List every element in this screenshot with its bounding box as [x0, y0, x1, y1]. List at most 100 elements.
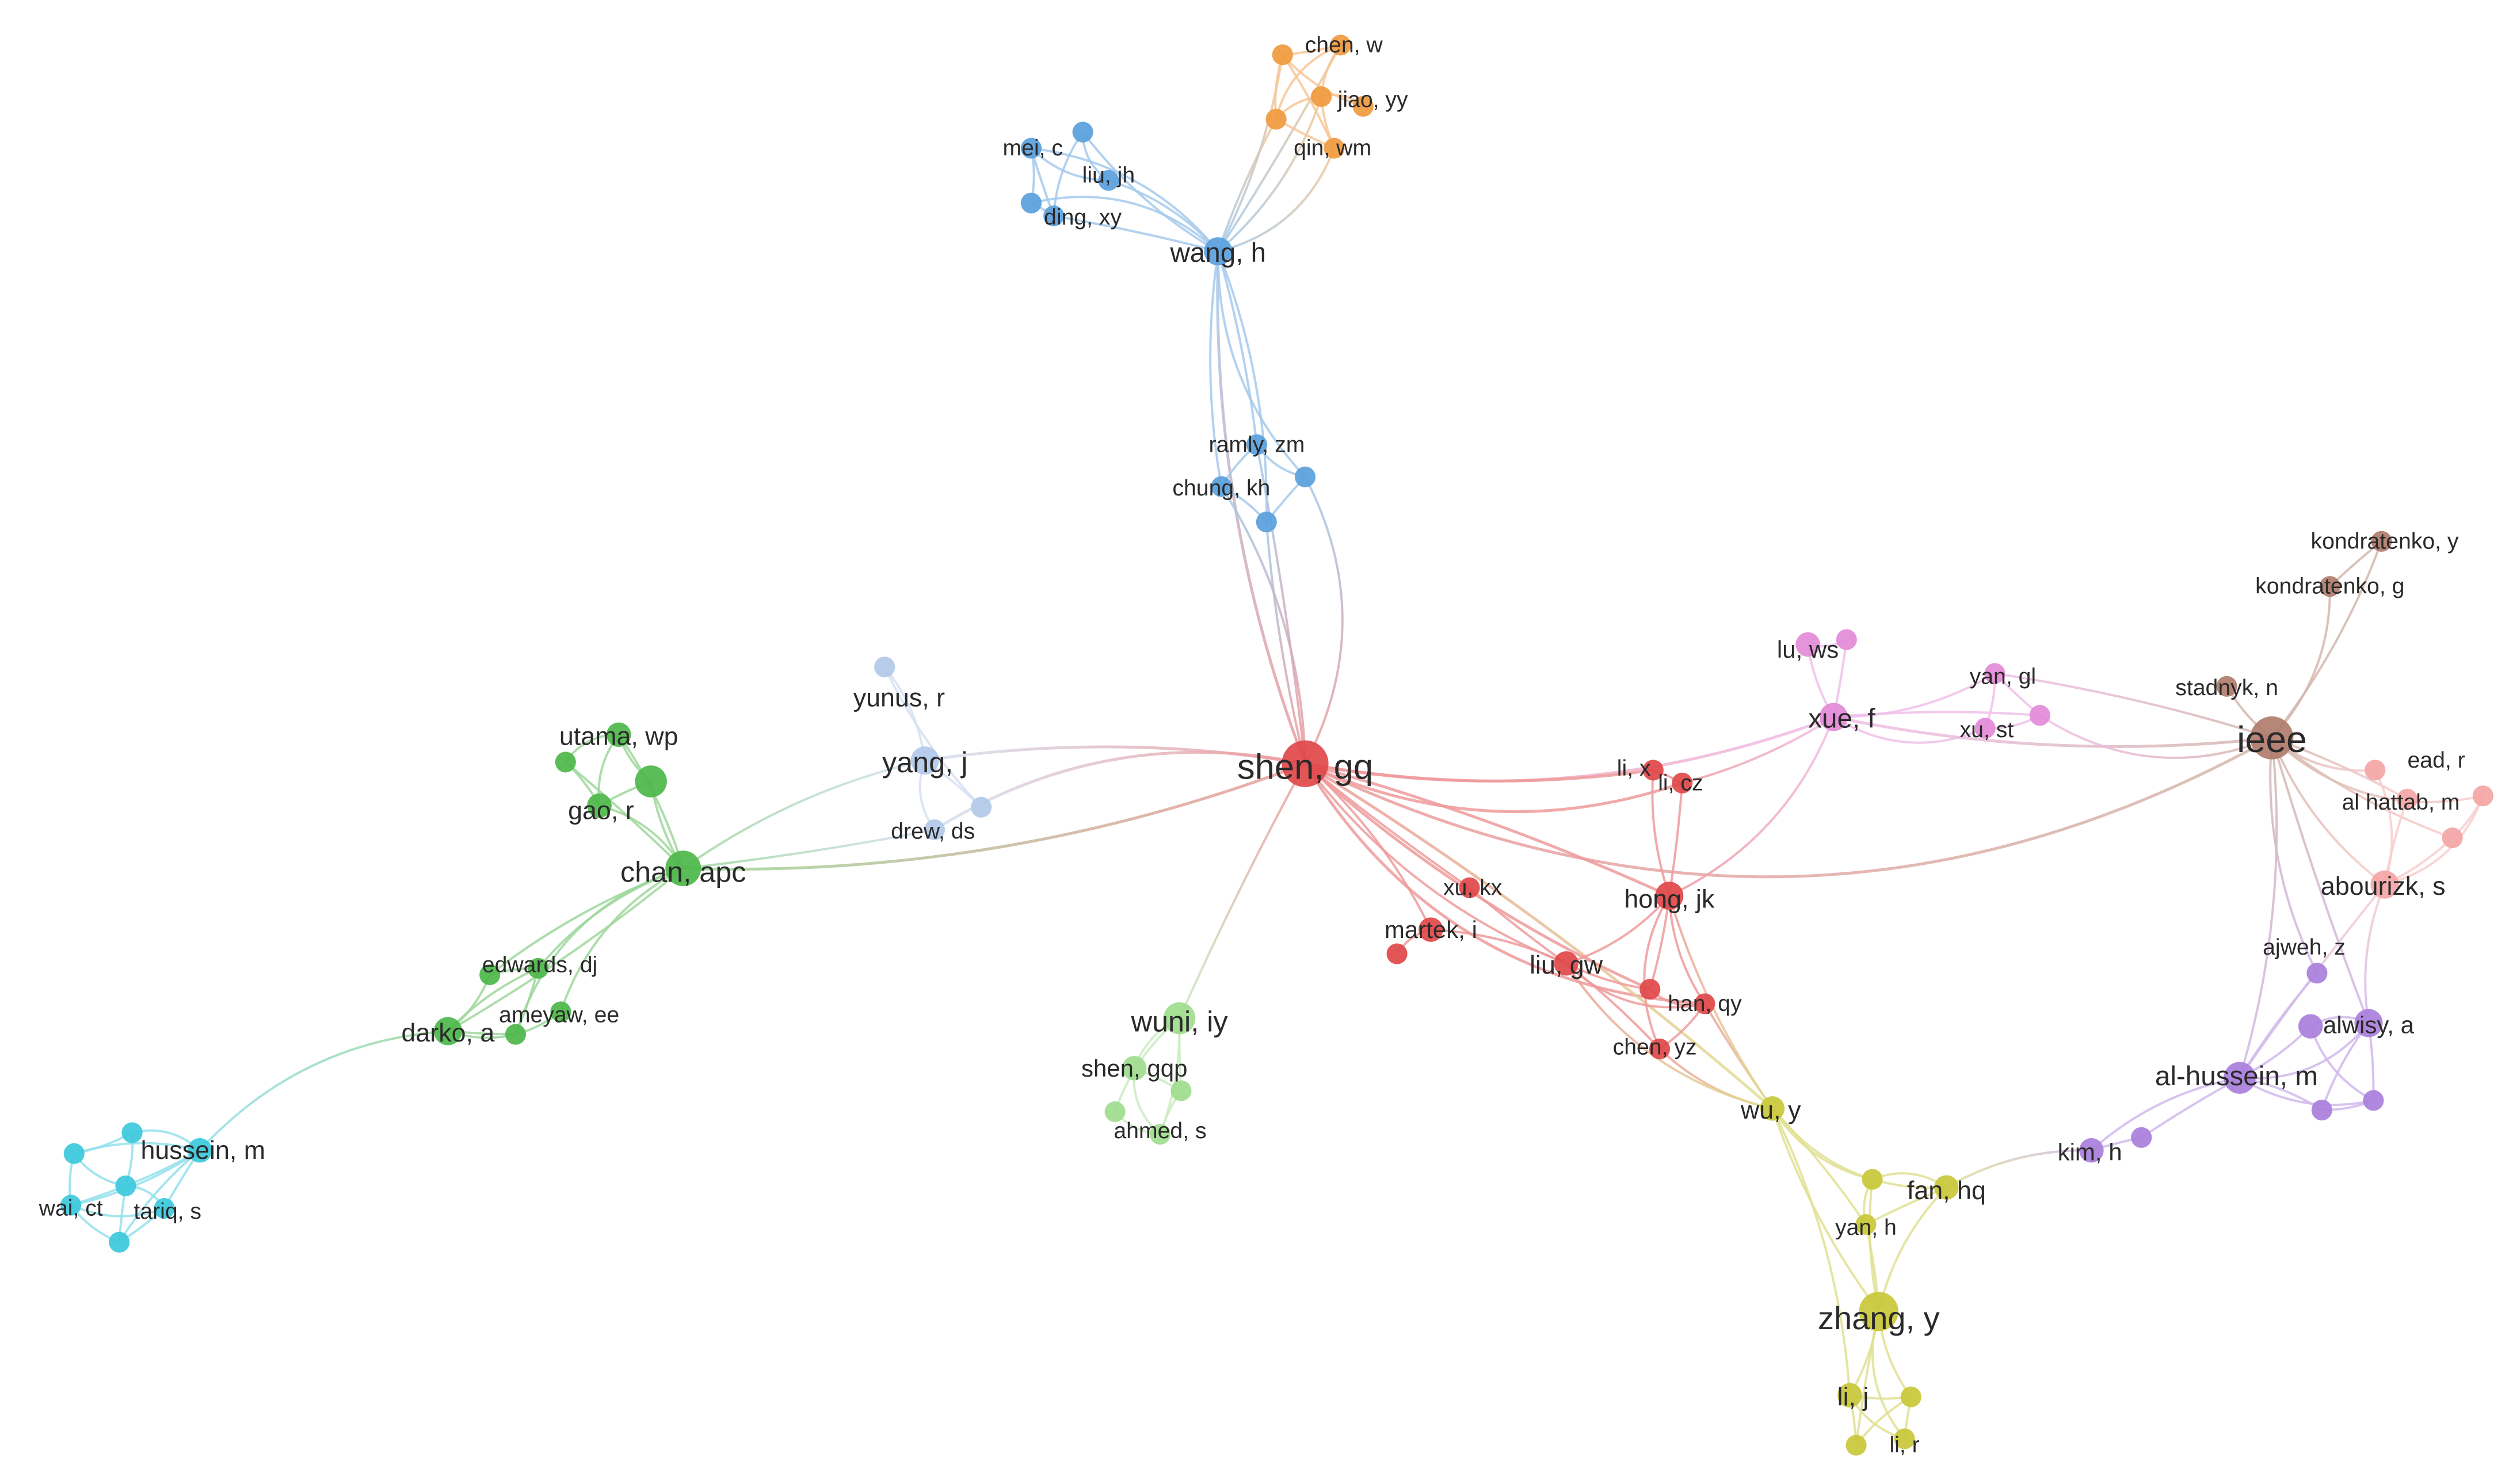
edge-ieee-kondratenko_y — [2271, 541, 2383, 739]
node-liu-gw[interactable] — [1554, 951, 1578, 976]
node-lg-dot1[interactable] — [1170, 1080, 1192, 1101]
node-li-x[interactable] — [1642, 760, 1664, 781]
node-ahmed-s[interactable] — [1149, 1124, 1171, 1145]
node-tariq-s[interactable] — [154, 1197, 175, 1219]
edge-wang_h-chung_kh — [1209, 251, 1223, 487]
node-al-hussein-m[interactable] — [2224, 1062, 2256, 1094]
node-cyan-dot2[interactable] — [121, 1122, 143, 1143]
node-wuni-iy[interactable] — [1163, 1002, 1196, 1035]
node-gao-r[interactable] — [587, 793, 612, 818]
node-hong-jk[interactable] — [1655, 882, 1684, 910]
node-blue-dot3[interactable] — [1294, 466, 1316, 487]
edge-hong_jk-xue_f — [1668, 716, 1835, 897]
node-lu-ws[interactable] — [1795, 632, 1820, 657]
node-alwisy-a[interactable] — [2354, 1009, 2383, 1037]
node-li-r[interactable] — [1845, 1435, 1867, 1456]
node-yang-j[interactable] — [910, 746, 939, 775]
node-orange-dot1[interactable] — [1265, 109, 1287, 130]
node-kim-h[interactable] — [2079, 1138, 2104, 1163]
node-blue-dot2[interactable] — [1020, 192, 1042, 213]
node-orange-dot2[interactable] — [1272, 44, 1293, 66]
label-ramly-zm: ramly, zm — [1209, 432, 1305, 457]
node-al-hattab-m[interactable] — [2397, 788, 2418, 810]
node-ajweh-z[interactable] — [2306, 963, 2328, 984]
edge-hussein_m-cyan_dot4 — [118, 1149, 201, 1243]
edge-liu_gw-chen_yz — [1565, 962, 1661, 1050]
label-ieee: ieee — [2237, 719, 2307, 760]
node-drew-ds[interactable] — [924, 819, 945, 841]
node-red-dot2[interactable] — [1639, 979, 1661, 1000]
label-li-x: li, x — [1617, 756, 1651, 781]
node-purple-dot1[interactable] — [2298, 1014, 2323, 1039]
node-darko-a[interactable] — [433, 1017, 462, 1046]
node-liu-jh[interactable] — [1072, 121, 1093, 143]
node-purple-dot2[interactable] — [2363, 1090, 2384, 1111]
label-liu-gw: liu, gw — [1530, 951, 1603, 979]
node-green-big[interactable] — [635, 765, 667, 798]
node-kondratenko-g[interactable] — [2319, 576, 2340, 597]
node-qin-wm[interactable] — [1324, 138, 1345, 159]
node-green-dot3[interactable] — [550, 1001, 571, 1023]
node-green-dot1[interactable] — [555, 751, 576, 773]
node-abourizk-s[interactable] — [2370, 870, 2399, 899]
node-edwards-dj[interactable] — [528, 957, 549, 979]
node-yan-h[interactable] — [1855, 1214, 1877, 1235]
node-salmon-dot2[interactable] — [2365, 760, 2386, 781]
node-shen-gqp[interactable] — [1122, 1056, 1147, 1081]
node-blue-dot1[interactable] — [1098, 170, 1119, 191]
node-yunus-r[interactable] — [874, 657, 895, 678]
node-purple-dot3[interactable] — [2311, 1100, 2332, 1121]
node-cyan-dot4[interactable] — [109, 1231, 130, 1253]
node-chen-w[interactable] — [1330, 35, 1351, 56]
node-jiao-yy[interactable] — [1310, 86, 1332, 108]
node-shen-gq[interactable] — [1282, 740, 1329, 787]
node-orange-dot3[interactable] — [1352, 96, 1374, 117]
node-wang-h[interactable] — [1204, 237, 1233, 266]
node-pink-dot2[interactable] — [2029, 705, 2050, 726]
label-chan-apc: chan, apc — [620, 855, 746, 888]
node-li-cz[interactable] — [1672, 772, 1693, 793]
node-yellow-dot1[interactable] — [1862, 1169, 1883, 1190]
node-purple-dot4[interactable] — [2131, 1127, 2152, 1148]
label-ahmed-s: ahmed, s — [1114, 1119, 1206, 1143]
node-xu-kx[interactable] — [1459, 877, 1480, 898]
node-martek-i[interactable] — [1419, 917, 1443, 942]
node-hussein-m[interactable] — [187, 1138, 212, 1163]
node-chen-yz[interactable] — [1649, 1038, 1671, 1059]
node-ameyaw-ee[interactable] — [505, 1024, 527, 1045]
edge-al_hussein_m-purple_dot2 — [2239, 1077, 2374, 1107]
node-chung-kh[interactable] — [1211, 476, 1232, 497]
node-green-dot2[interactable] — [479, 964, 501, 986]
node-yellow-dot3[interactable] — [1894, 1428, 1915, 1449]
node-yan-gl[interactable] — [1984, 663, 2005, 684]
node-fan-hq[interactable] — [1934, 1175, 1959, 1200]
node-li-j[interactable] — [1837, 1383, 1862, 1408]
nodes-layer — [60, 35, 2493, 1456]
node-chan-apc[interactable] — [665, 850, 701, 887]
node-han-qy[interactable] — [1694, 993, 1715, 1014]
node-lg-dot2[interactable] — [1104, 1101, 1126, 1123]
node-blue-dot4[interactable] — [1256, 512, 1277, 533]
node-yellow-dot2[interactable] — [1900, 1386, 1921, 1407]
node-ieee[interactable] — [2250, 716, 2294, 760]
node-cyan-dot3[interactable] — [115, 1175, 136, 1196]
node-ead-r[interactable] — [2472, 785, 2493, 807]
node-zhang-y[interactable] — [1859, 1292, 1898, 1332]
node-ding-xy[interactable] — [1043, 205, 1065, 227]
node-xu-st[interactable] — [1974, 718, 1996, 739]
node-xue-f[interactable] — [1819, 703, 1848, 731]
node-red-dot1[interactable] — [1386, 943, 1408, 964]
node-mei-c[interactable] — [1020, 138, 1042, 159]
node-ramly-zm[interactable] — [1246, 434, 1268, 455]
node-wu-y[interactable] — [1760, 1096, 1785, 1121]
node-stadnyk-n[interactable] — [2216, 676, 2237, 697]
node-cyan-dot1[interactable] — [63, 1143, 85, 1164]
node-salmon-dot1[interactable] — [2442, 827, 2463, 849]
node-utama-wp[interactable] — [606, 722, 631, 747]
node-wai-ct[interactable] — [60, 1195, 82, 1216]
edge-wang_h-orange_dot1 — [1217, 119, 1278, 252]
node-kondratenko-y[interactable] — [2371, 531, 2392, 552]
node-pink-dot1[interactable] — [1836, 629, 1857, 650]
node-lb-dot1[interactable] — [971, 796, 992, 818]
